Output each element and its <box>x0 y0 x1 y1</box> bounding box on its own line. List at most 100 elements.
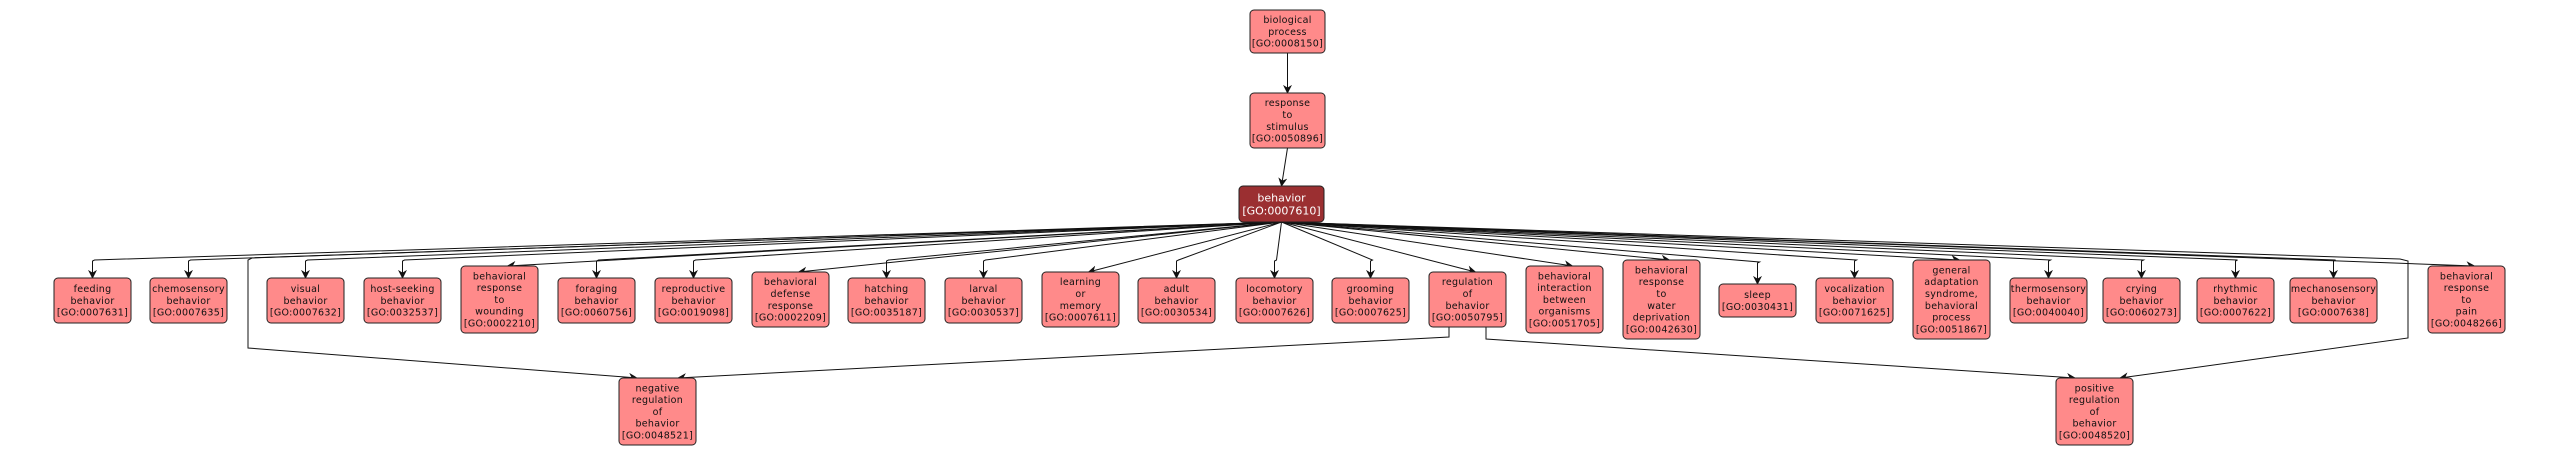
node-go-id: [GO:0030534] <box>1141 308 1212 319</box>
node-box[interactable] <box>1249 9 1326 54</box>
node-go-id: [GO:0051867] <box>1916 324 1987 335</box>
node-label-line: behavior <box>1445 301 1489 312</box>
go-term-node-go-0051705[interactable]: behavioralinteractionbetweenorganisms[GO… <box>1525 265 1604 334</box>
edges-layer <box>88 53 2476 383</box>
node-box[interactable] <box>53 277 132 324</box>
node-box[interactable] <box>751 271 830 328</box>
node-label-line: response <box>477 283 523 294</box>
node-box[interactable] <box>1331 277 1410 324</box>
node-label-line: positive <box>2075 383 2115 394</box>
node-box[interactable] <box>1137 277 1216 324</box>
node-label-line: response <box>1639 277 1685 288</box>
node-box[interactable] <box>1622 259 1701 340</box>
node-box[interactable] <box>1525 265 1604 334</box>
edge-GO0007610-to-GO0048520 <box>1281 221 2409 382</box>
go-term-node-go-0042630[interactable]: behavioralresponsetowaterdeprivation[GO:… <box>1622 259 1701 340</box>
node-box[interactable] <box>363 277 442 324</box>
node-box[interactable] <box>1428 271 1507 328</box>
node-box[interactable] <box>1235 277 1314 324</box>
node-box[interactable] <box>847 277 926 324</box>
edge-GO0007610-to-GO0007635 <box>184 221 1282 279</box>
node-label-line: wounding <box>475 307 524 318</box>
node-label-line: behavior <box>380 296 424 307</box>
edge-GO0007610-to-GO0050795 <box>1281 221 1477 275</box>
node-label-line: between <box>1543 295 1586 306</box>
node-label-line: behavior <box>166 296 210 307</box>
node-box[interactable] <box>1815 277 1894 324</box>
node-box[interactable] <box>266 277 345 324</box>
edge-GO0007610-to-GO0040040 <box>1281 221 2053 279</box>
node-box[interactable] <box>654 277 733 324</box>
node-go-id: [GO:0040040] <box>2013 308 2084 319</box>
node-box[interactable] <box>2289 277 2378 324</box>
node-label-line: stimulus <box>1266 122 1309 133</box>
node-box[interactable] <box>2009 277 2088 324</box>
node-box[interactable] <box>1249 92 1326 149</box>
edge-GO0007610-to-GO0007632 <box>301 221 1282 279</box>
node-label-line: reproductive <box>662 284 726 295</box>
node-go-id: [GO:0042630] <box>1626 324 1697 335</box>
node-label-line: of <box>653 407 663 418</box>
node-label-line: behavior <box>70 296 114 307</box>
node-box[interactable] <box>1041 271 1120 328</box>
node-box[interactable] <box>618 377 697 446</box>
edge-GO0007610-to-GO0030534 <box>1172 221 1282 279</box>
go-term-node-go-0030431[interactable]: sleep[GO:0030431] <box>1718 283 1797 318</box>
node-label-line: syndrome, <box>1925 289 1978 300</box>
node-label-line: process <box>1932 313 1971 324</box>
node-box[interactable] <box>1238 185 1325 223</box>
node-label-line: water <box>1647 301 1676 312</box>
node-label-line: feeding <box>74 284 112 295</box>
node-label-line: to <box>1282 110 1292 121</box>
node-box[interactable] <box>944 277 1023 324</box>
edge-GO0007610-to-GO0051705 <box>1281 221 1574 270</box>
node-label-line: rhythmic <box>2213 284 2258 295</box>
node-box[interactable] <box>2102 277 2181 324</box>
node-label-line: behavior <box>1252 296 1296 307</box>
node-label-line: behavior <box>2072 419 2116 430</box>
node-box[interactable] <box>149 277 228 324</box>
node-label-line: adult <box>1164 284 1190 295</box>
node-box[interactable] <box>557 277 636 324</box>
node-box[interactable] <box>1912 259 1991 340</box>
go-term-node-go-0051867[interactable]: generaladaptationsyndrome,behavioralproc… <box>1912 259 1991 340</box>
node-label-line: interaction <box>1537 283 1592 294</box>
node-box[interactable] <box>1718 283 1797 318</box>
node-box[interactable] <box>460 265 539 334</box>
node-box[interactable] <box>2196 277 2275 324</box>
node-go-id: [GO:0007626] <box>1239 308 1310 319</box>
go-term-node-go-0007610[interactable]: behavior[GO:0007610] <box>1238 185 1325 223</box>
node-label-line: behavior <box>1348 296 1392 307</box>
node-box[interactable] <box>2427 265 2506 334</box>
node-label-line: behavior <box>2213 296 2257 307</box>
node-label-line: of <box>2090 407 2100 418</box>
node-box[interactable] <box>2055 377 2134 446</box>
node-label-line: chemosensory <box>152 284 225 295</box>
node-label-line: behavior <box>1154 296 1198 307</box>
